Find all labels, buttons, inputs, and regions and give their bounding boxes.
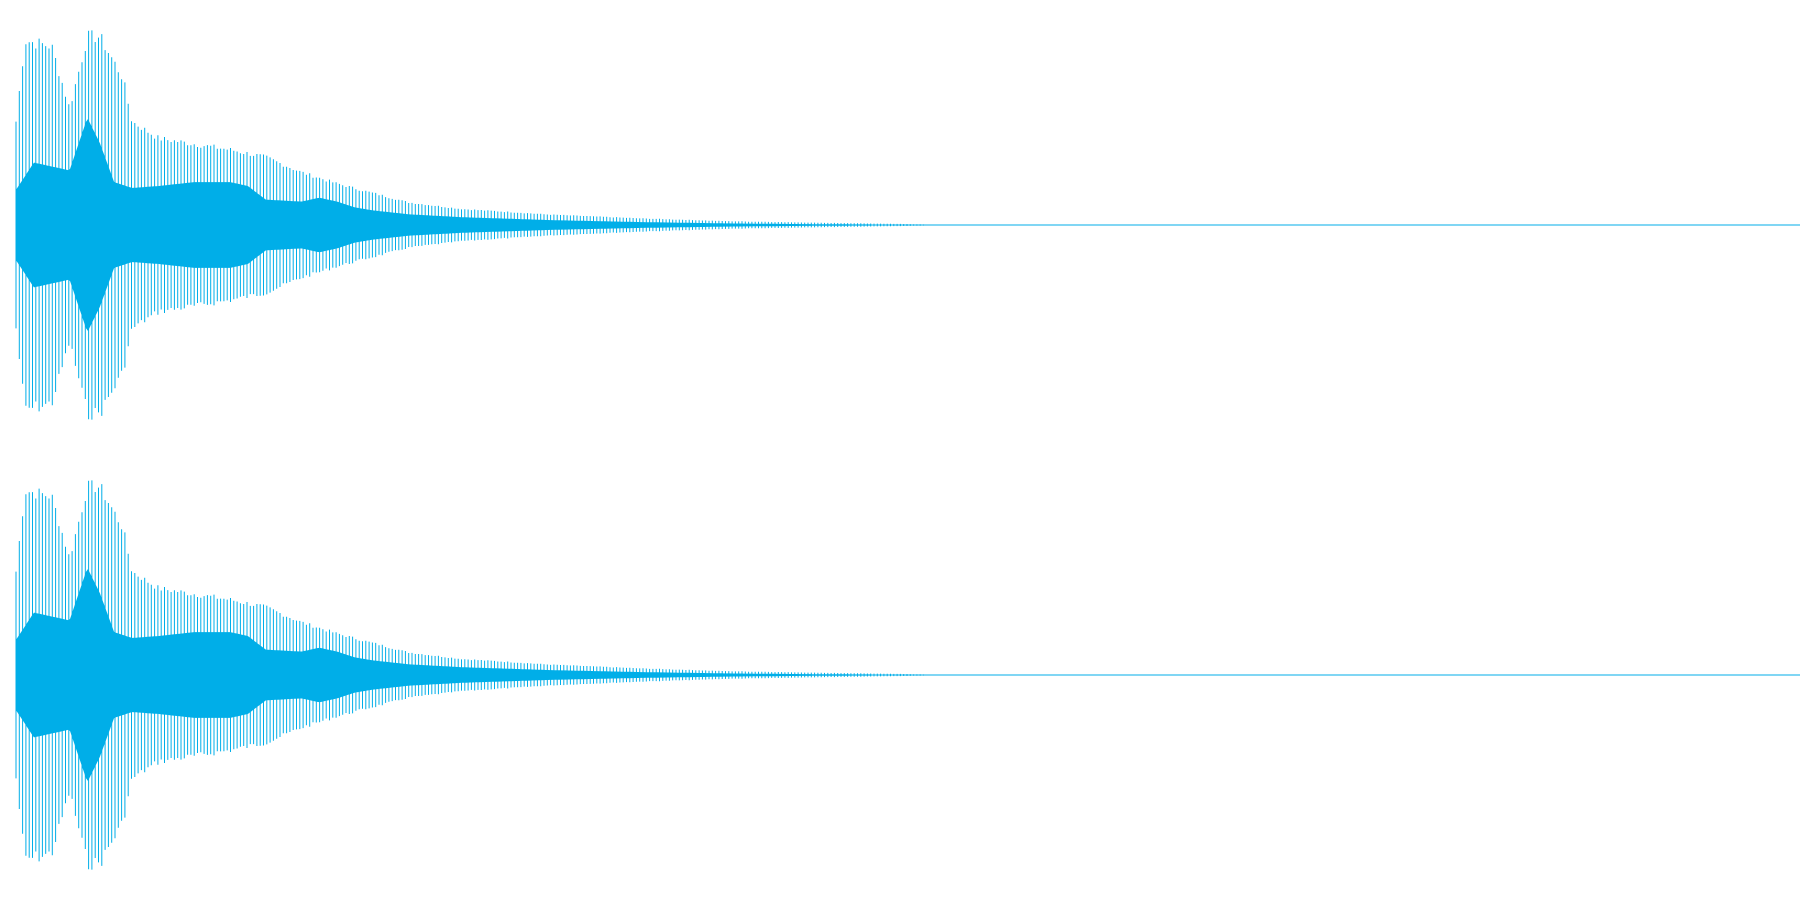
channel-1-waveform (15, 30, 1800, 420)
channel-2-waveform (15, 480, 1800, 870)
waveform-peaks (15, 30, 924, 420)
waveform-peaks (15, 480, 924, 870)
